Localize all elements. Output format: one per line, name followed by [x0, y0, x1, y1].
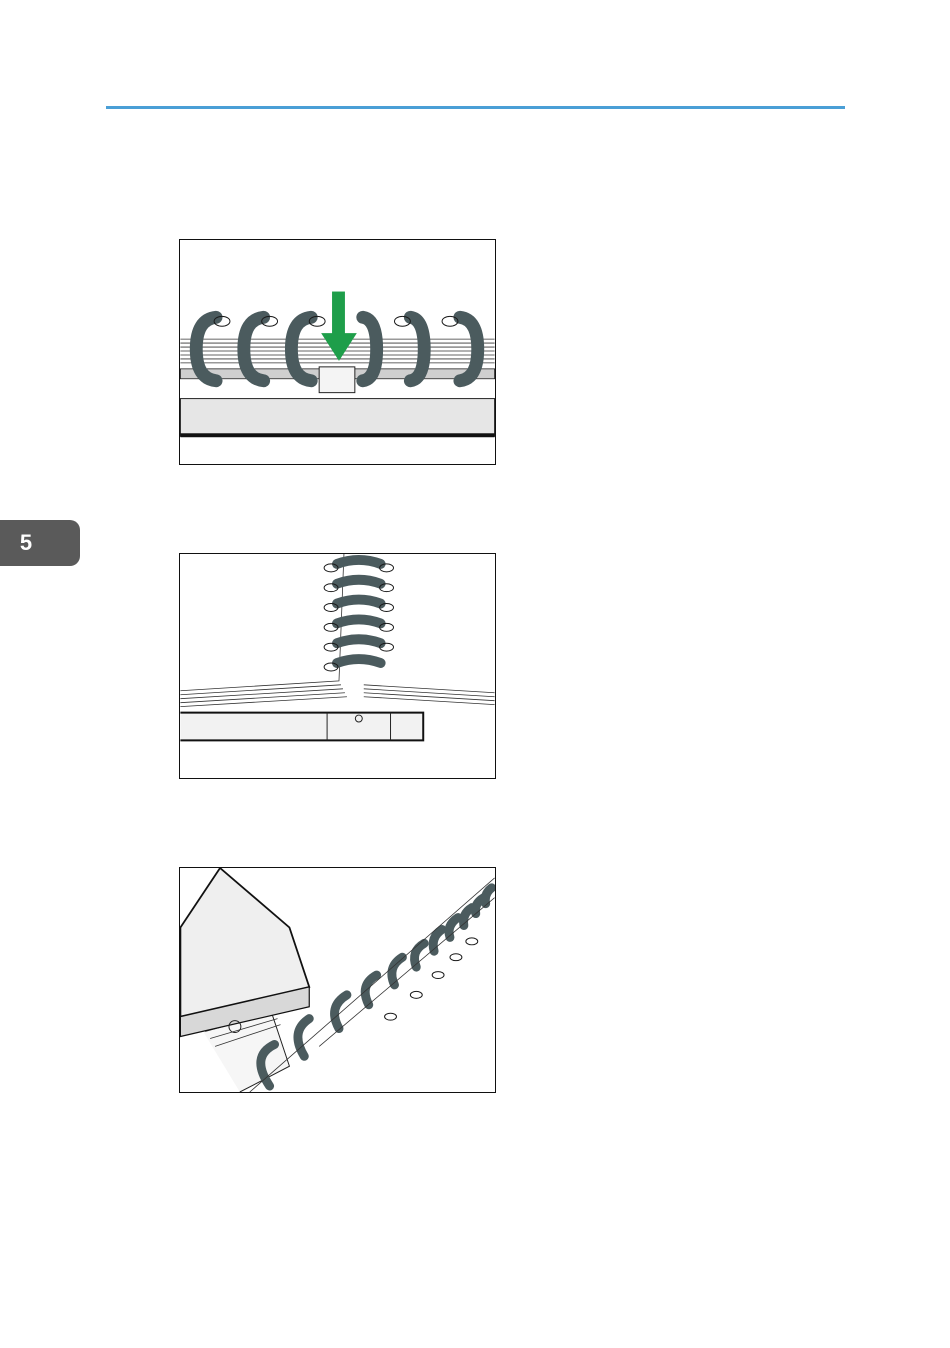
down-arrow-icon [321, 292, 357, 361]
binding-coils-press-down-icon [180, 240, 495, 464]
bound-book-open-icon [180, 554, 495, 778]
figure-open-book [179, 553, 496, 779]
figure-coil-crimp [179, 867, 496, 1093]
coil-crimping-tool-icon [180, 868, 495, 1092]
chapter-tab: 5 [0, 520, 80, 566]
header-rule [106, 106, 845, 109]
figure-coil-press [179, 239, 496, 465]
chapter-number: 5 [20, 530, 32, 556]
